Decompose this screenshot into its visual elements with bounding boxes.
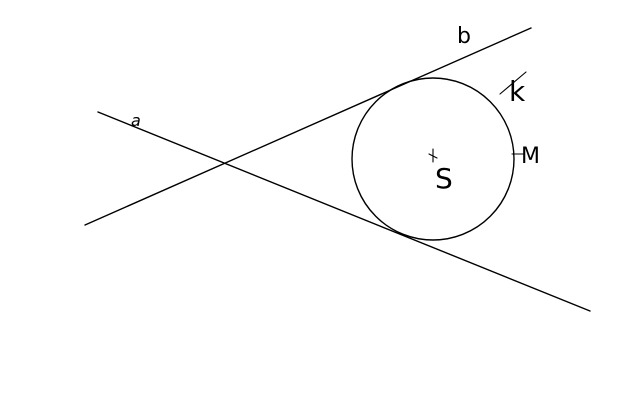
label-line-a: a [131, 111, 141, 130]
line-a [97, 111, 591, 312]
circle-k-leader [499, 71, 527, 95]
label-circle-k: k [509, 75, 526, 108]
label-line-b: b [457, 24, 471, 49]
center-s-cross [428, 148, 438, 163]
circle-k [351, 77, 515, 241]
label-center-s: S [435, 162, 453, 195]
label-point-m: M [521, 144, 540, 169]
line-b [84, 27, 532, 226]
